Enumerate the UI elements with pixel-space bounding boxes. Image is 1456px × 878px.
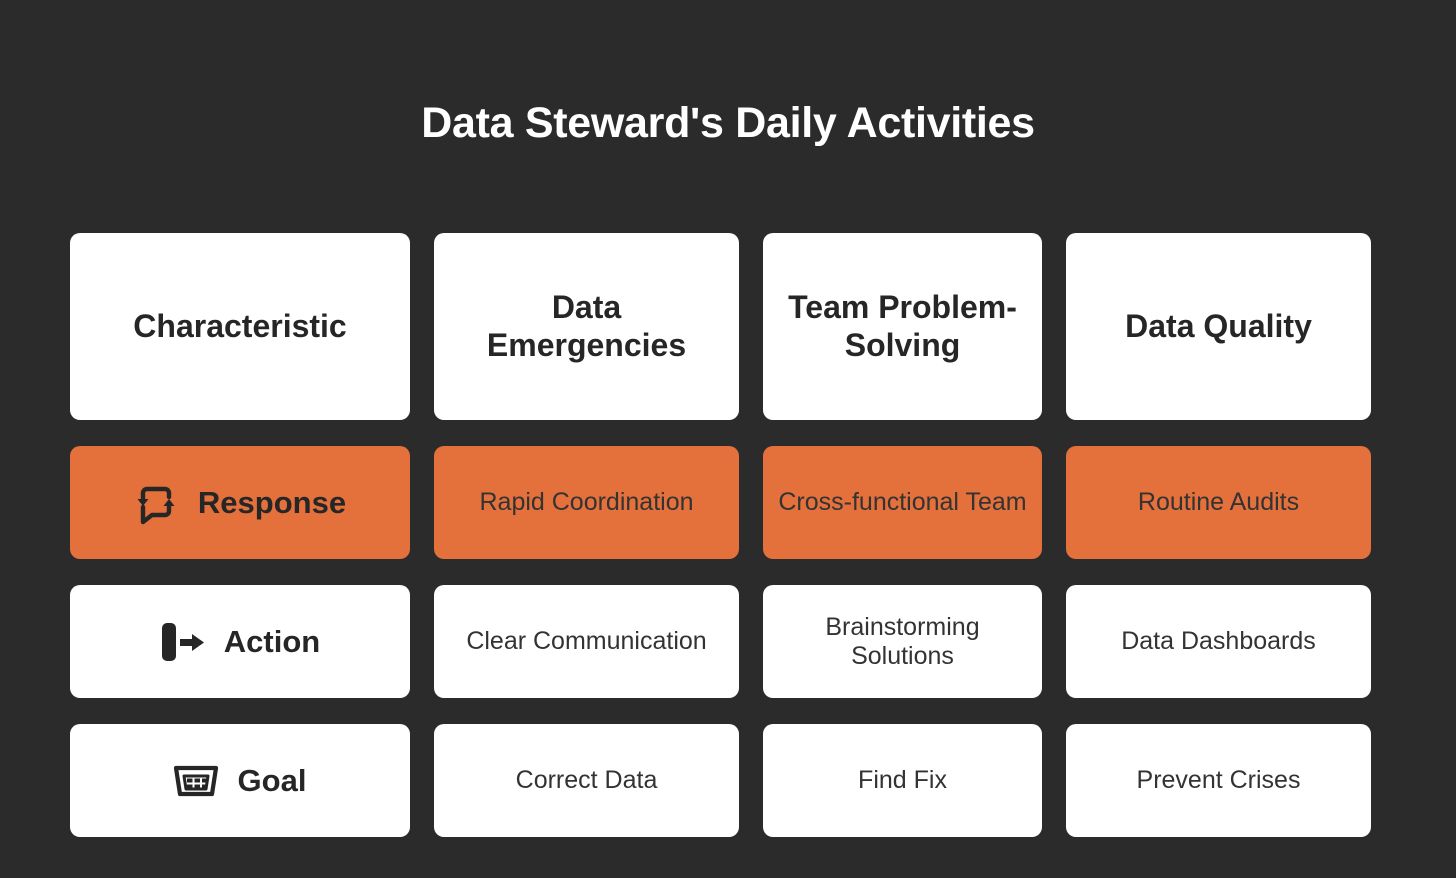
cell-goal-team-problem-solving: Find Fix (763, 724, 1042, 837)
comparison-matrix: Characteristic Data Emergencies Team Pro… (70, 233, 1371, 837)
row-label-action: Action (70, 585, 410, 698)
row-label-action-text: Action (223, 623, 321, 659)
response-loop-icon (130, 477, 182, 529)
matrix-row-response: Response Rapid Coordination Cross-functi… (70, 446, 1371, 559)
row-label-goal-text: Goal (237, 762, 307, 798)
header-cell-data-quality: Data Quality (1066, 233, 1371, 420)
matrix-header-row: Characteristic Data Emergencies Team Pro… (70, 233, 1371, 420)
cell-response-data-emergencies: Rapid Coordination (434, 446, 739, 559)
cell-response-team-problem-solving: Cross-functional Team (763, 446, 1042, 559)
matrix-row-action: Action Clear Communication Brainstorming… (70, 585, 1371, 698)
row-label-goal: Goal (70, 724, 410, 837)
cell-goal-data-quality: Prevent Crises (1066, 724, 1371, 837)
header-cell-data-emergencies: Data Emergencies (434, 233, 739, 420)
row-label-response-text: Response (197, 484, 347, 520)
header-cell-team-problem-solving: Team Problem-Solving (763, 233, 1042, 420)
bar-arrow-right-icon (156, 616, 208, 668)
cell-action-team-problem-solving: Brainstorming Solutions (763, 585, 1042, 698)
header-cell-characteristic: Characteristic (70, 233, 410, 420)
matrix-row-goal: Goal Correct Data Find Fix Prevent Crise… (70, 724, 1371, 837)
cell-action-data-emergencies: Clear Communication (434, 585, 739, 698)
row-label-response: Response (70, 446, 410, 559)
cell-response-data-quality: Routine Audits (1066, 446, 1371, 559)
cell-action-data-quality: Data Dashboards (1066, 585, 1371, 698)
cell-goal-data-emergencies: Correct Data (434, 724, 739, 837)
goal-net-icon (170, 755, 222, 807)
page-title: Data Steward's Daily Activities (421, 99, 1035, 147)
